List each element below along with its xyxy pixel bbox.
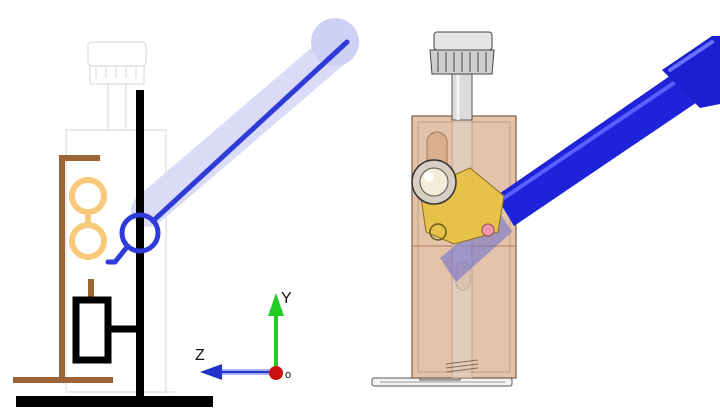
z-axis-label: Z [195, 347, 205, 364]
y-axis-label: Y [281, 290, 292, 307]
rendered-view [371, 31, 720, 387]
lever-ghost [131, 18, 359, 227]
linkage-rings [69, 177, 107, 260]
knob [429, 31, 495, 121]
housing-ghost [65, 41, 175, 393]
bearing [411, 159, 457, 205]
schematic-frame [16, 90, 213, 407]
origin-mark: o [285, 369, 292, 381]
mount-bracket [13, 155, 113, 383]
lever [105, 39, 350, 265]
schematic-view [13, 18, 359, 407]
axis-triad-icon [200, 293, 284, 380]
